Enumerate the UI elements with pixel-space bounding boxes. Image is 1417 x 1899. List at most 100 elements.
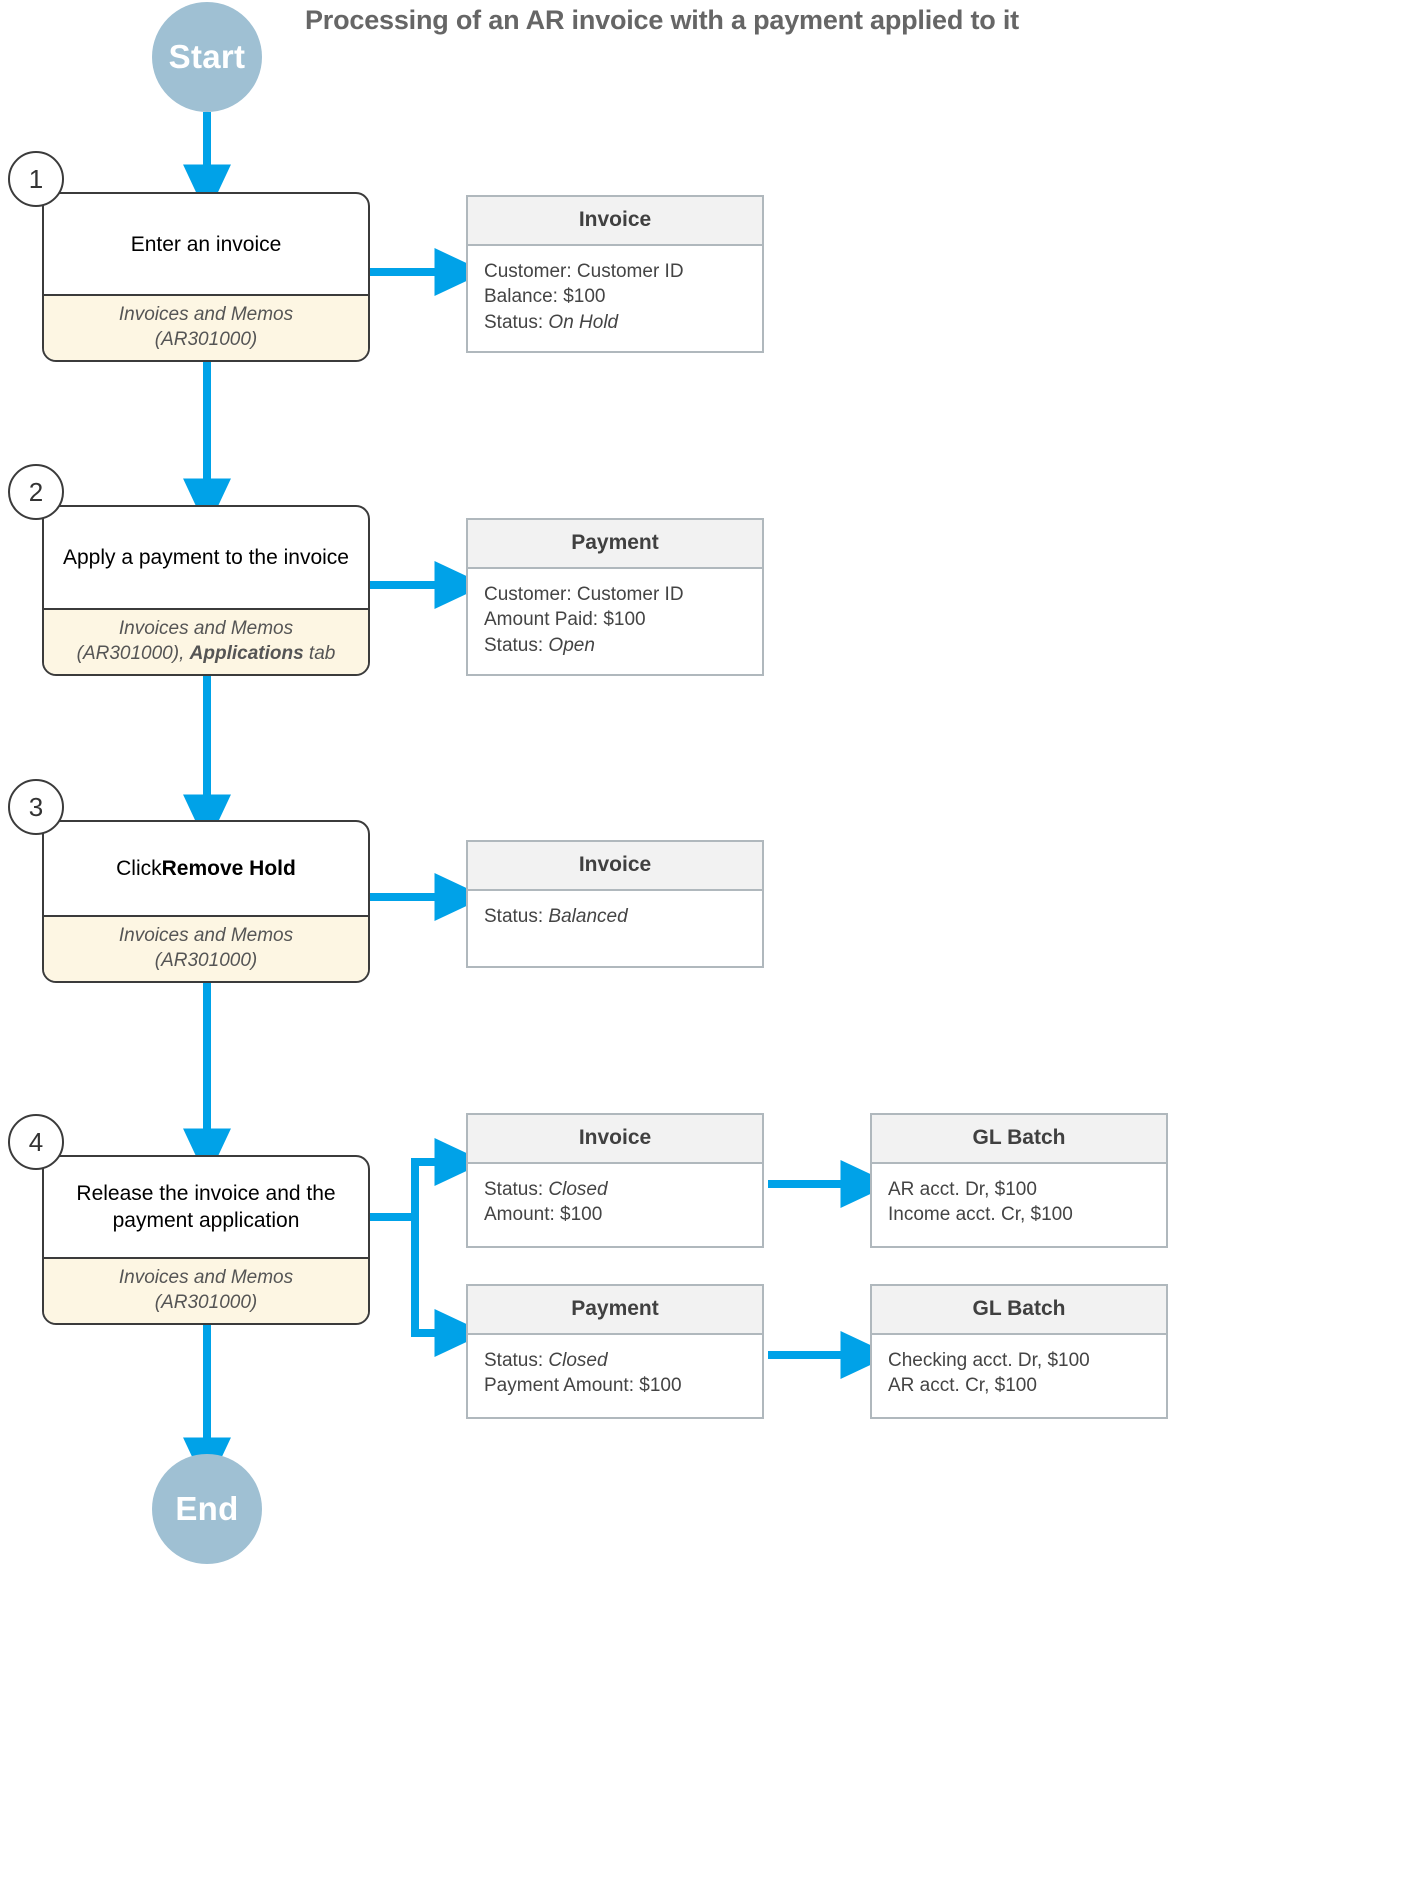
step-action-4: Release the invoice and the payment appl…: [44, 1157, 368, 1257]
entity-row-value: Balanced: [548, 906, 628, 927]
entity-row: Customer: Customer ID: [484, 582, 746, 607]
entity-row-value: On Hold: [548, 311, 619, 333]
step-screen-4: Invoices and Memos (AR301000): [44, 1257, 368, 1323]
step-action-bold-3: Remove Hold: [161, 857, 296, 881]
end-terminator: End: [152, 1454, 262, 1564]
entity-card-invoice-4: Invoice Status: Closed Amount: $100: [466, 1113, 764, 1248]
step-badge-2: 2: [8, 464, 64, 520]
step-number-1: 1: [28, 163, 44, 194]
step-badge-3: 3: [8, 779, 64, 835]
entity-row-value: $100: [560, 1204, 603, 1226]
entity-row: Status: Balanced: [484, 904, 746, 929]
entity-row-label: Payment Amount:: [484, 1375, 640, 1397]
entity-card-payment-4: Payment Status: Closed Payment Amount: $…: [466, 1284, 764, 1419]
entity-row-label: Income acct. Cr, $100: [888, 1204, 1073, 1226]
entity-row: Status: On Hold: [484, 310, 746, 335]
step-number-3: 3: [28, 791, 44, 822]
step-box-4[interactable]: Release the invoice and the payment appl…: [42, 1155, 370, 1325]
step-action-text-2: Apply a payment to the invoice: [62, 546, 349, 570]
step-screen-line2-2: (AR301000),: [76, 642, 190, 664]
step-badge-4: 4: [8, 1114, 64, 1170]
start-label: Start: [168, 38, 246, 75]
step-screen-line2-4: (AR301000): [154, 1291, 258, 1313]
entity-row-label: Status:: [484, 906, 549, 927]
entity-header: Invoice: [468, 1115, 762, 1164]
page-title-text: Processing of an AR invoice with a payme…: [305, 5, 1019, 35]
entity-row: Income acct. Cr, $100: [888, 1202, 1150, 1227]
step-action-prefix-3: Click: [116, 857, 162, 881]
entity-header: Payment: [468, 520, 762, 569]
step-number-4: 4: [28, 1126, 44, 1157]
entity-row-label: Customer:: [484, 261, 577, 282]
entity-header: GL Batch: [872, 1115, 1166, 1164]
entity-row: Status: Closed: [484, 1177, 746, 1202]
step-screen-line1-2: Invoices and Memos: [118, 618, 294, 640]
entity-row-label: Checking acct. Dr, $100: [888, 1350, 1090, 1371]
entity-row-value: Open: [548, 634, 595, 656]
step-box-2[interactable]: Apply a payment to the invoice Invoices …: [42, 505, 370, 676]
step-action-2: Apply a payment to the invoice: [44, 507, 368, 608]
entity-row-value: $100: [563, 286, 606, 308]
step-screen-1: Invoices and Memos (AR301000): [44, 294, 368, 360]
entity-header: Payment: [468, 1286, 762, 1335]
entity-body: Status: Balanced: [468, 891, 762, 966]
entity-header: GL Batch: [872, 1286, 1166, 1335]
step-screen-line1-3: Invoices and Memos: [118, 925, 294, 947]
step-screen-3: Invoices and Memos (AR301000): [44, 915, 368, 981]
entity-card-gl-batch-invoice: GL Batch AR acct. Dr, $100 Income acct. …: [870, 1113, 1168, 1248]
entity-row-label: AR acct. Dr, $100: [888, 1179, 1037, 1200]
entity-card-payment-2: Payment Customer: Customer ID Amount Pai…: [466, 518, 764, 676]
entity-card-invoice-1: Invoice Customer: Customer ID Balance: $…: [466, 195, 764, 353]
entity-row: Balance: $100: [484, 284, 746, 309]
entity-row-label: Status:: [484, 1179, 549, 1200]
step-number-2: 2: [28, 476, 44, 507]
entity-row-value: Closed: [548, 1350, 608, 1371]
entity-card-invoice-3: Invoice Status: Balanced: [466, 840, 764, 968]
entity-row: Checking acct. Dr, $100: [888, 1348, 1150, 1373]
entity-header: Invoice: [468, 197, 762, 246]
entity-body: Status: Closed Payment Amount: $100: [468, 1335, 762, 1417]
entity-row-label: Status:: [484, 311, 549, 333]
entity-row: Status: Closed: [484, 1348, 746, 1373]
entity-row-label: AR acct. Cr, $100: [888, 1375, 1037, 1397]
step-screen-2: Invoices and Memos (AR301000), Applicati…: [44, 608, 368, 674]
step-screen-bold-2: Applications: [189, 642, 304, 664]
entity-body: Checking acct. Dr, $100 AR acct. Cr, $10…: [872, 1335, 1166, 1417]
entity-row-value: Customer ID: [576, 261, 684, 282]
entity-row-label: Customer:: [484, 584, 577, 605]
entity-body: Customer: Customer ID Balance: $100 Stat…: [468, 246, 762, 351]
entity-body: Status: Closed Amount: $100: [468, 1164, 762, 1246]
entity-body: AR acct. Dr, $100 Income acct. Cr, $100: [872, 1164, 1166, 1246]
entity-row-value: Closed: [548, 1179, 608, 1200]
step-box-3[interactable]: Click Remove Hold Invoices and Memos (AR…: [42, 820, 370, 983]
entity-row: Payment Amount: $100: [484, 1373, 746, 1398]
step-screen-suffix-2: tab: [303, 642, 336, 664]
page-title: Processing of an AR invoice with a payme…: [305, 4, 1025, 38]
step-action-text-1: Enter an invoice: [130, 232, 282, 256]
entity-row-value: $100: [639, 1375, 682, 1397]
entity-row: Customer: Customer ID: [484, 259, 746, 284]
entity-row-label: Balance:: [484, 286, 564, 308]
step-screen-line2-1: (AR301000): [154, 328, 258, 350]
entity-row-label: Status:: [484, 634, 549, 656]
entity-row-value: Customer ID: [576, 584, 684, 605]
entity-row-label: Status:: [484, 1350, 549, 1371]
entity-row: Amount Paid: $100: [484, 607, 746, 632]
entity-row: AR acct. Dr, $100: [888, 1177, 1150, 1202]
step-action-text-4: Release the invoice and the payment appl…: [76, 1181, 336, 1233]
entity-row: Amount: $100: [484, 1202, 746, 1227]
entity-body: Customer: Customer ID Amount Paid: $100 …: [468, 569, 762, 674]
step-screen-line2-3: (AR301000): [154, 949, 258, 971]
step-action-1: Enter an invoice: [44, 194, 368, 294]
step-screen-line1-4: Invoices and Memos: [118, 1267, 294, 1289]
start-terminator: Start: [152, 2, 262, 112]
entity-row: AR acct. Cr, $100: [888, 1373, 1150, 1398]
entity-row: Status: Open: [484, 633, 746, 658]
entity-card-gl-batch-payment: GL Batch Checking acct. Dr, $100 AR acct…: [870, 1284, 1168, 1419]
step-screen-line1-1: Invoices and Memos: [118, 304, 294, 326]
step-action-3: Click Remove Hold: [44, 822, 368, 915]
entity-row-label: Amount:: [484, 1204, 561, 1226]
step-box-1[interactable]: Enter an invoice Invoices and Memos (AR3…: [42, 192, 370, 362]
entity-row-label: Amount Paid:: [484, 609, 604, 631]
